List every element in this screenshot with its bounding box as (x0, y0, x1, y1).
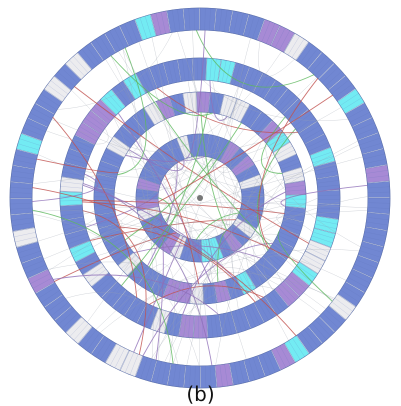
figure-caption: (b) (0, 384, 401, 404)
ring-segment (10, 182, 33, 198)
ring-segment (200, 8, 216, 31)
ring-segment (367, 198, 390, 214)
center-hub (197, 195, 203, 201)
ring-segment (183, 8, 199, 31)
ring-segment (318, 190, 340, 204)
ring-segment (286, 195, 306, 208)
ring-segment (367, 181, 390, 197)
ring-segment (10, 199, 33, 215)
